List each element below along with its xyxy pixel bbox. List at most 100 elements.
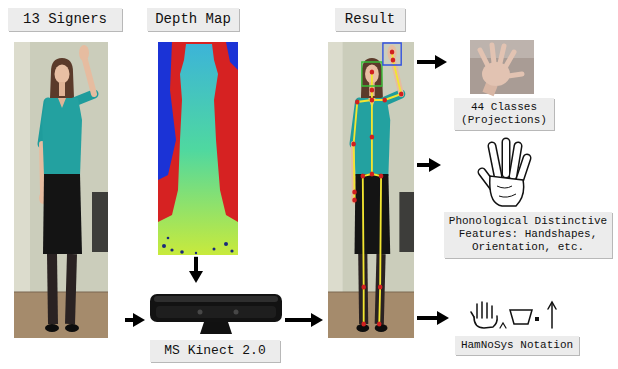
joint-dots-part	[379, 174, 384, 179]
hand-crop-part	[470, 40, 534, 94]
depth-map-part	[170, 248, 173, 251]
result-photo	[328, 42, 414, 338]
panel-label: Depth Map	[147, 8, 239, 31]
depth-panel: Depth Map	[146, 8, 240, 254]
handshape-drawing-part-part	[519, 158, 527, 182]
hand-crop-part	[488, 84, 492, 94]
result-photo-part	[328, 42, 414, 338]
depth-map-part	[230, 249, 233, 252]
joint-dots-part	[370, 70, 375, 75]
arrow-shaft	[194, 257, 198, 273]
joint-dots-part	[361, 285, 366, 290]
picture-area	[148, 286, 282, 340]
flow-arrow	[125, 313, 145, 327]
hand-crop-part-part	[492, 45, 494, 63]
kinect-sensor-part	[198, 310, 203, 315]
joint-dots-part	[361, 322, 366, 327]
kinect-sensor-part	[200, 322, 232, 334]
joint-dots-part	[370, 98, 375, 103]
handshape-drawing-part-part	[513, 146, 518, 176]
panel-label: 13 Signers	[8, 8, 122, 31]
handshape-drawing-part-part	[502, 142, 511, 174]
output-panel: Phonological Distinctive Features: Hands…	[444, 138, 612, 258]
joint-dots-part	[360, 174, 365, 179]
joint-dots-part	[399, 92, 404, 97]
picture-area	[146, 31, 240, 254]
signer-photo	[14, 42, 108, 338]
kinect-sensor	[150, 294, 282, 334]
joint-dots-part	[352, 190, 357, 195]
arrow-head	[435, 55, 447, 69]
hamnosys-symbols-part	[471, 312, 474, 317]
hamnosys-symbols-part	[491, 306, 493, 318]
skeleton-part	[372, 52, 401, 100]
depth-map-part	[180, 250, 184, 254]
arrow-shaft	[285, 318, 313, 322]
flow-arrow	[189, 257, 203, 283]
panel-label: MS Kinect 2.0	[150, 340, 280, 362]
depth-map-part	[158, 42, 238, 255]
arrow-shaft	[417, 163, 431, 167]
hamnosys-symbols-part	[481, 302, 483, 318]
flow-arrow	[417, 55, 447, 69]
hamnosys-symbols-part	[548, 302, 556, 309]
handshape-drawing-part-part	[492, 146, 498, 176]
picture-area	[452, 296, 582, 336]
hand-crop-part-part	[508, 74, 522, 76]
picture-area	[326, 31, 414, 337]
joint-dots-part	[370, 172, 375, 177]
hamnosys-symbols-part	[535, 317, 539, 321]
arrow-head	[189, 271, 203, 283]
kinect-sensor-part	[150, 294, 282, 322]
handshape-drawing-part	[499, 194, 516, 197]
depth-map-part	[158, 42, 176, 180]
output-panel: 44 Classes (Projections)	[450, 40, 558, 130]
depth-map-part	[226, 42, 238, 70]
joint-dots-part	[378, 285, 383, 290]
joint-dots-part	[352, 198, 357, 203]
sensor-panel: MS Kinect 2.0	[148, 286, 282, 362]
arrow-head	[429, 158, 441, 172]
handshape-drawing-part-part	[519, 158, 527, 182]
signer-photo-part	[14, 42, 108, 338]
depth-map	[158, 42, 238, 255]
handshape-drawing-part	[490, 176, 524, 206]
arrow-shaft	[417, 60, 437, 64]
panel-label: 44 Classes (Projections)	[454, 98, 554, 130]
depth-map-part	[213, 248, 216, 251]
joint-dots-part	[382, 98, 387, 103]
hamnosys-symbols-part	[476, 304, 478, 318]
hamnosys-symbols	[471, 302, 556, 328]
arrow-head	[437, 311, 449, 325]
joint-dots-part	[390, 50, 395, 55]
hamnosys-symbols-part	[510, 310, 532, 324]
depth-map-part	[224, 242, 228, 246]
flow-arrow	[417, 311, 449, 325]
arrow-head	[133, 313, 145, 327]
handshape-drawing-part-part	[513, 146, 518, 176]
depth-map-part	[195, 252, 197, 254]
arrow-head	[311, 313, 323, 327]
hand-crop-part-part	[500, 46, 504, 63]
joint-dots-part	[370, 135, 375, 140]
picture-area	[444, 138, 612, 212]
handshape-drawing-part-part	[503, 142, 509, 174]
skeleton-part	[372, 174, 381, 324]
flow-arrow	[285, 313, 323, 327]
handshape-drawing	[482, 142, 527, 206]
skeleton	[354, 52, 402, 324]
depth-map-part	[167, 237, 170, 240]
kinect-sensor-part	[154, 296, 278, 302]
hamnosys-symbols-part	[551, 303, 553, 328]
flow-arrow	[417, 158, 441, 172]
result-photo-part	[383, 43, 401, 65]
panel-label: HamNoSys Notation	[455, 336, 579, 355]
panel-label: Result	[335, 8, 405, 31]
output-panel: HamNoSys Notation	[452, 296, 582, 355]
kinect-sensor-part	[234, 310, 239, 315]
result-panel: Result	[326, 8, 414, 337]
hamnosys-symbols-part	[486, 303, 488, 318]
kinect-sensor-part	[156, 306, 276, 318]
hand-crop	[470, 40, 534, 94]
